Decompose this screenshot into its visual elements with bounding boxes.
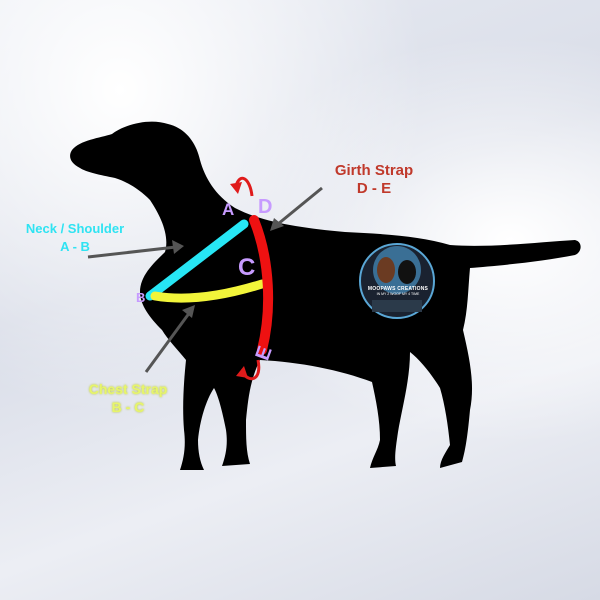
neck-strap xyxy=(145,219,249,301)
top-curved-arrow-head xyxy=(230,182,242,194)
girth-label-title: Girth Strap xyxy=(334,162,414,179)
neck-pointer-head xyxy=(172,240,184,254)
logo-title: MOOPAWS CREATIONS xyxy=(367,286,429,292)
girth-strap xyxy=(249,215,274,355)
point-b: B xyxy=(136,290,146,305)
bottom-curved-arrow-head xyxy=(236,366,248,378)
girth-pointer-head xyxy=(270,218,284,231)
chest-label-title: Chest Strap xyxy=(88,381,168,397)
black-dog-icon xyxy=(398,260,416,284)
dog-silhouette xyxy=(70,121,581,470)
neck-label-title: Neck / Shoulder xyxy=(25,221,125,236)
neck-pointer-arrow xyxy=(87,245,177,259)
chest-label-range: B - C xyxy=(111,399,145,415)
girth-pointer-arrow xyxy=(277,186,323,226)
point-d: D xyxy=(258,196,273,218)
point-c: C xyxy=(238,254,256,281)
brown-dog-icon xyxy=(377,257,395,283)
girth-strap-label: Girth Strap D - E xyxy=(318,162,430,198)
neck-shoulder-label: Neck / Shoulder A - B xyxy=(10,220,140,256)
girth-label-range: D - E xyxy=(356,180,392,197)
logo-badge xyxy=(359,243,435,319)
chest-pointer-head xyxy=(182,305,195,318)
point-a: A xyxy=(222,200,235,219)
logo-subtitle: IN MY 2 WOOF MY 4 TIME xyxy=(376,292,420,296)
logo-text: MOOPAWS CREATIONS IN MY 2 WOOF MY 4 TIME xyxy=(362,286,434,296)
chest-strap-label: Chest Strap B - C xyxy=(68,380,188,416)
chest-pointer-arrow xyxy=(144,311,192,373)
neck-label-range: A - B xyxy=(60,239,90,254)
chest-strap xyxy=(150,279,267,303)
